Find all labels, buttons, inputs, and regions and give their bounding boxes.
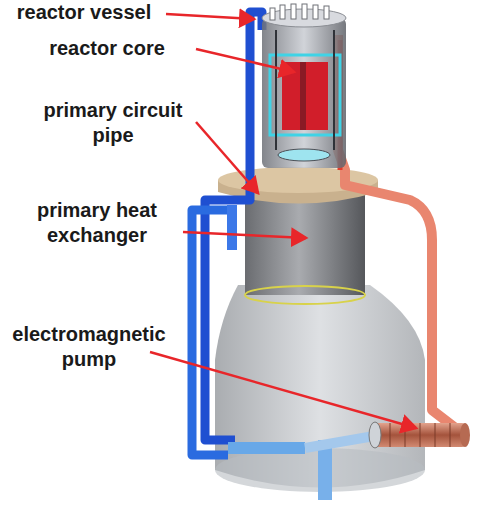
leader-arrows	[150, 14, 416, 428]
part-label: primary heat exchanger	[14, 198, 180, 248]
em-pump	[375, 423, 465, 447]
part-label: reactor vessel	[2, 0, 166, 25]
reactor-vessel	[262, 18, 346, 168]
core-frame	[270, 55, 340, 135]
hot-pipe	[338, 35, 458, 430]
reactor-core	[282, 62, 328, 130]
part-label: reactor core	[22, 36, 192, 61]
part-label: electromagnetic pump	[0, 322, 178, 372]
part-label: primary circuit pipe	[28, 98, 198, 148]
